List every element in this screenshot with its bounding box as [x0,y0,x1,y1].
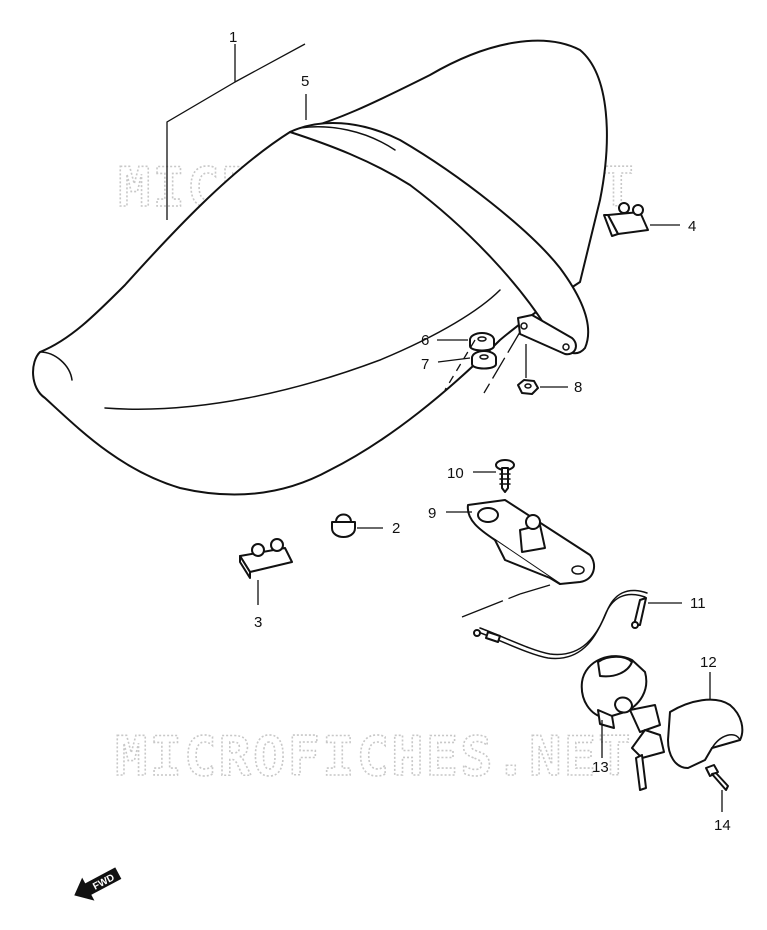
callout-11: 11 [690,595,706,612]
seat-bracket [517,314,577,356]
callout-3: 3 [254,614,262,631]
callout-2: 2 [392,520,400,537]
clip-4 [603,202,649,237]
leader-1 [166,44,236,220]
seat [32,39,608,496]
callout-14: 14 [714,817,731,834]
leader-7 [437,357,471,363]
watermark-bottom: MICROFICHES.NET [115,725,633,788]
callout-8: 8 [574,379,582,396]
cushion-6 [469,332,495,352]
cap-2 [331,513,356,538]
fwd-arrow-icon: FWD [74,867,122,901]
callout-5: 5 [301,73,309,90]
callout-6: 6 [421,332,429,349]
callout-4: 4 [688,218,696,235]
fwd-label: FWD [91,872,116,892]
callout-10: 10 [447,465,464,482]
cable-11 [473,589,648,660]
nut-8 [517,379,539,395]
leader-1b [234,43,306,83]
cushion-7 [471,350,497,370]
callout-9: 9 [428,505,436,522]
screw-14 [705,764,729,791]
callout-7: 7 [421,356,429,373]
callout-12: 12 [700,654,717,671]
screw-10 [495,459,515,493]
seat-lock-9 [466,499,596,585]
callout-13: 13 [592,759,609,776]
seat-lock-cylinder-13 [580,655,648,729]
lock-cover-12 [667,698,744,769]
callout-1: 1 [229,29,237,46]
key-icon [629,704,665,791]
clip-3 [239,538,293,579]
